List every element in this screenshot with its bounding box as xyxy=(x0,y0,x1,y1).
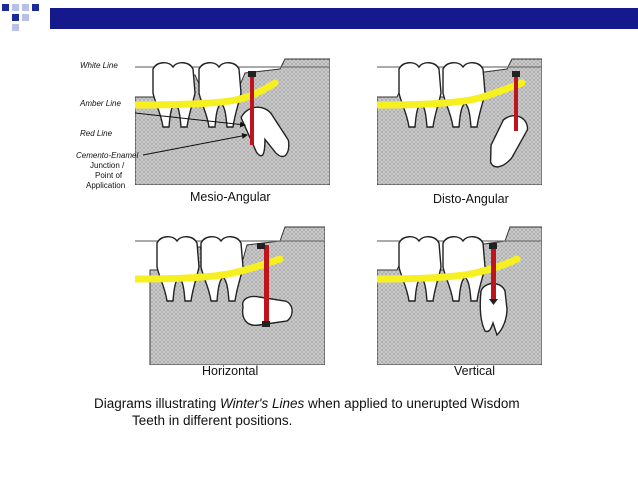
tooth-molar-1 xyxy=(156,236,200,302)
tooth-molar-2 xyxy=(200,236,244,302)
red-line xyxy=(491,245,496,301)
title-bar xyxy=(50,8,638,29)
label-cej-4: Application xyxy=(86,181,126,190)
figure-caption: Diagrams illustrating Winter's Lines whe… xyxy=(94,395,564,429)
amber-line xyxy=(377,79,526,109)
label-white-line: White Line xyxy=(80,61,118,70)
label-red-line: Red Line xyxy=(80,129,113,138)
panel-caption-mesio-angular: Mesio-Angular xyxy=(190,190,271,204)
vertical-diagram xyxy=(377,226,542,365)
caption-line2: Teeth in different positions. xyxy=(132,413,293,428)
mesio-angular-diagram xyxy=(135,58,330,185)
tooth-molar-1 xyxy=(152,62,196,128)
tooth-molar-2 xyxy=(442,236,486,302)
caption-emphasis: Winter's Lines xyxy=(220,396,305,411)
label-amber-line: Amber Line xyxy=(80,99,121,108)
horizontal-diagram xyxy=(135,226,325,365)
red-line xyxy=(514,73,518,131)
red-line xyxy=(264,245,269,325)
label-cej-1: Cemento-Enamel xyxy=(76,151,139,160)
amber-line xyxy=(135,79,279,109)
tooth-molar-2 xyxy=(198,62,242,128)
tooth-molar-1 xyxy=(398,236,442,302)
label-cej-3: Point of xyxy=(95,171,123,180)
corner-squares-decoration xyxy=(2,4,39,31)
tooth-wisdom xyxy=(479,282,508,337)
tooth-molar-2 xyxy=(442,62,486,128)
panel-caption-disto-angular: Disto-Angular xyxy=(433,192,509,206)
caption-after: when applied to unerupted Wisdom xyxy=(304,396,520,411)
caption-before: Diagrams illustrating xyxy=(94,396,221,411)
label-arrows xyxy=(134,112,248,156)
label-cej-2: Junction / xyxy=(90,161,125,170)
red-line xyxy=(250,73,254,145)
panel-caption-vertical: Vertical xyxy=(454,364,495,378)
disto-angular-diagram xyxy=(377,58,542,185)
panel-caption-horizontal: Horizontal xyxy=(202,364,259,378)
amber-line xyxy=(377,255,521,283)
tooth-molar-1 xyxy=(398,62,442,128)
